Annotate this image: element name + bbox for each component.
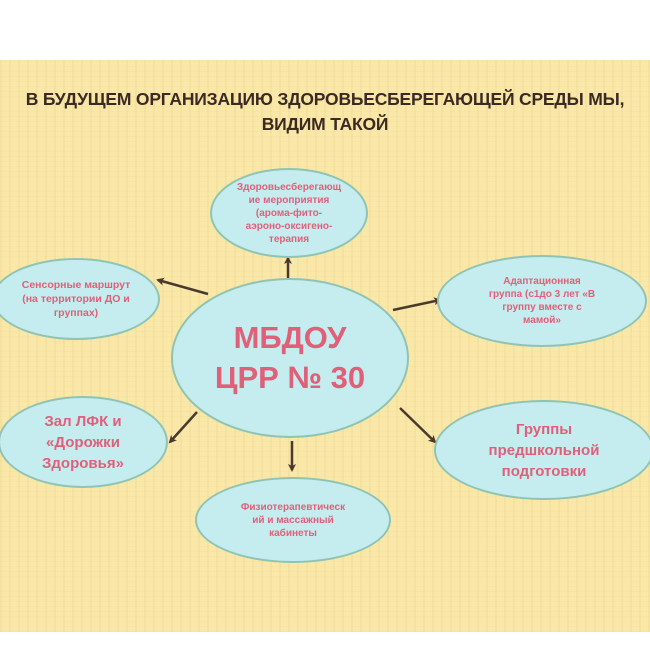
arrow-to-top-left xyxy=(156,277,209,296)
page-title: В БУДУЩЕМ ОРГАНИЗАЦИЮ ЗДОРОВЬЕСБЕРЕГАЮЩЕ… xyxy=(0,87,650,137)
node-center-mbdou: МБДОУ ЦРР № 30 xyxy=(171,278,409,438)
node-lfk-hall: Зал ЛФК и «Дорожки Здоровья» xyxy=(0,396,168,488)
node-physio-massage: Физиотерапевтическ ий и массажный кабине… xyxy=(195,477,391,563)
title-line-1: В БУДУЩЕМ ОРГАНИЗАЦИЮ ЗДОРОВЬЕСБЕРЕГАЮЩЕ… xyxy=(25,89,625,109)
arrow-to-bottom-left xyxy=(168,411,198,444)
node-health-activities: Здоровьесберегающ ие мероприятия (арома-… xyxy=(210,168,368,258)
node-sensory-routes: Сенсорные маршрут (на территории ДО и гр… xyxy=(0,258,160,340)
arrow-to-top-right xyxy=(392,297,442,312)
center-line-2: ЦРР № 30 xyxy=(214,360,366,395)
center-line-1: МБДОУ xyxy=(233,320,347,355)
node-adaptation-group: Адаптационная группа (с1до 3 лет «В груп… xyxy=(437,255,647,347)
arrow-to-bottom-right xyxy=(399,407,437,444)
node-preschool-groups: Группы предшкольной подготовки xyxy=(434,400,650,500)
title-line-2: ВИДИМ ТАКОЙ xyxy=(261,114,389,134)
